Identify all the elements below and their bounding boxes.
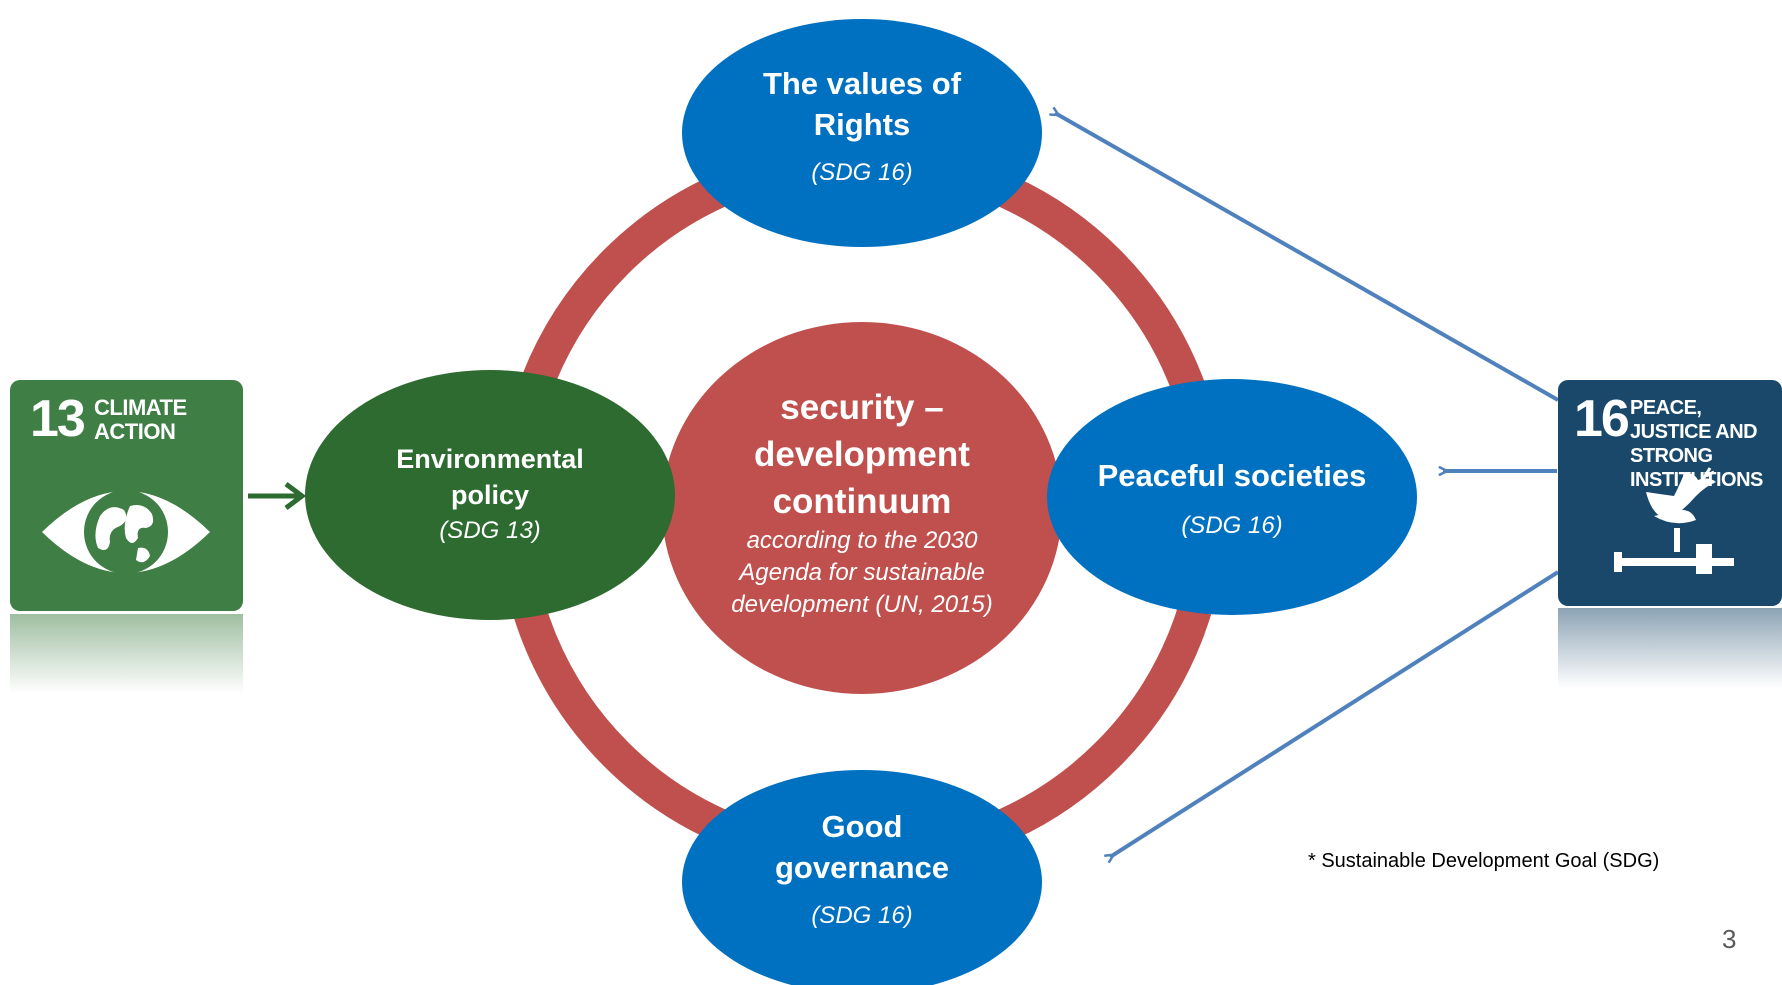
sdg13-tile-reflection	[10, 614, 243, 694]
arrow-sdg13-to-environmental	[248, 482, 307, 510]
governance-sdg: (SDG 16)	[811, 902, 913, 929]
eye-globe-icon	[42, 490, 210, 574]
sdg13-tile: 13 CLIMATE ACTION	[10, 380, 243, 611]
sdg16-tile-reflection	[1558, 608, 1782, 688]
environmental-title: Environmental policy	[396, 444, 584, 510]
rights-text: The values of Rights (SDG 16)	[722, 63, 1002, 189]
arrow-sdg16-to-rights	[1055, 113, 1559, 402]
governance-text: Good governance (SDG 16)	[742, 806, 982, 932]
arrow-sdg16-to-governance	[1110, 570, 1560, 857]
node-good-governance	[682, 770, 1042, 985]
rights-title: The values of Rights	[762, 66, 962, 142]
dove-gavel-icon	[1614, 467, 1734, 574]
sdg16-number: 16	[1574, 390, 1630, 448]
node-peaceful-societies	[1047, 379, 1417, 615]
center-title: security – development continuum	[754, 388, 970, 521]
peaceful-title: Peaceful societies	[1097, 458, 1367, 493]
sdg16-tile: 16 PEACE, JUSTICE AND STRONG INSTITUTION…	[1558, 380, 1782, 606]
environmental-text: Environmental policy (SDG 13)	[365, 441, 615, 547]
governance-title: Good governance	[774, 809, 949, 885]
page-number: 3	[1722, 924, 1737, 954]
rights-sdg: (SDG 16)	[811, 159, 913, 186]
environmental-sdg: (SDG 13)	[439, 517, 541, 544]
node-values-of-rights	[682, 19, 1042, 247]
center-text: security – development continuum accordi…	[672, 384, 1052, 621]
center-subtitle: according to the 2030 Agenda for sustain…	[731, 527, 993, 618]
peaceful-text: Peaceful societies (SDG 16)	[1082, 455, 1382, 542]
sdg-footnote: * Sustainable Development Goal (SDG)	[1308, 850, 1660, 872]
peaceful-sdg: (SDG 16)	[1181, 512, 1283, 539]
node-environmental-policy	[305, 370, 675, 620]
sdg13-label: CLIMATE ACTION	[94, 395, 187, 444]
sdg13-number: 13	[30, 390, 86, 448]
node-center-security	[662, 322, 1062, 694]
